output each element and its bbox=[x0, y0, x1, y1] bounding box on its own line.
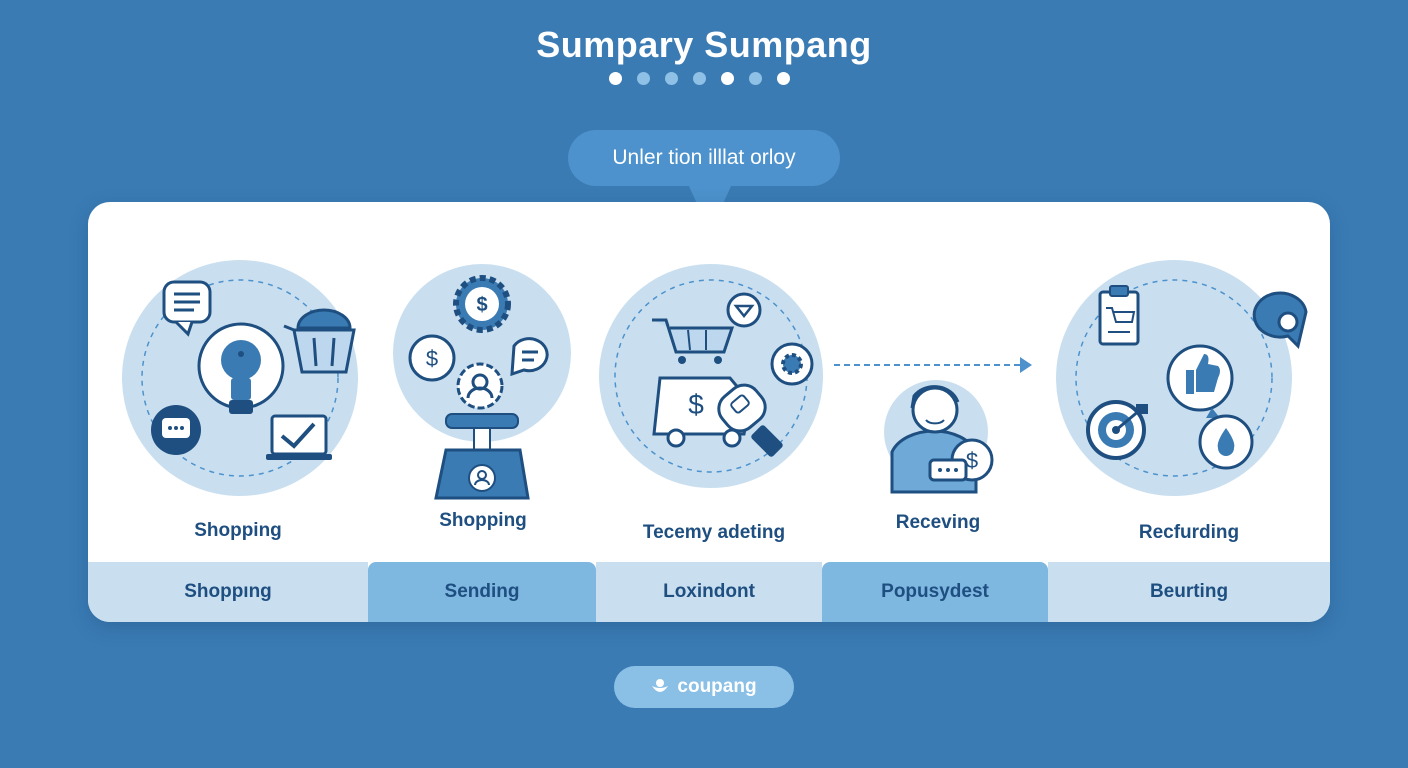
svg-text:$: $ bbox=[426, 346, 438, 371]
stage-label: Recfurding bbox=[1138, 522, 1240, 543]
drop-icon bbox=[1198, 408, 1254, 470]
chevron-down-icon bbox=[726, 292, 762, 328]
dollar-gear-icon: $ bbox=[453, 275, 511, 333]
laptop-check-icon bbox=[266, 414, 332, 460]
chat-lines-icon bbox=[510, 337, 549, 377]
pagination-dot[interactable] bbox=[749, 72, 762, 85]
chat-lines-icon bbox=[162, 280, 212, 337]
pagination-dot[interactable] bbox=[609, 72, 622, 85]
stage-tecemy-adeting: $ Tecemy adeting bbox=[594, 202, 834, 562]
target-icon bbox=[1086, 400, 1148, 460]
stage-label: Shopping bbox=[439, 510, 527, 531]
cart-icon bbox=[652, 318, 735, 364]
stage-illustration: $ bbox=[614, 279, 814, 473]
stage-illustration bbox=[141, 279, 356, 477]
gear-icon bbox=[770, 342, 814, 386]
svg-text:$: $ bbox=[966, 448, 978, 473]
chat-dots-icon bbox=[151, 405, 201, 455]
page-title: Sumpary Sumpang bbox=[536, 24, 872, 65]
stage-shopping: Shopping bbox=[88, 202, 388, 562]
pagination-dots bbox=[609, 72, 790, 85]
thumbs-up-icon bbox=[1166, 344, 1234, 412]
stage-label: Receving bbox=[895, 512, 981, 533]
brand-heart-icon bbox=[652, 679, 669, 692]
callout-text: Unler tion illlat orloy bbox=[612, 146, 796, 169]
tab-sending[interactable]: Sending bbox=[368, 562, 596, 622]
callout-bubble: Unler tion illlat orloy bbox=[568, 130, 840, 186]
chat-dots-icon bbox=[928, 458, 968, 482]
user-gear-icon bbox=[456, 362, 504, 410]
stage-shopping-2: $ $ bbox=[378, 202, 588, 562]
pagination-dot[interactable] bbox=[777, 72, 790, 85]
brand-button[interactable]: coupang bbox=[614, 666, 794, 708]
svg-text:$: $ bbox=[688, 389, 704, 420]
stage-recfurding: Recfurding bbox=[1048, 202, 1330, 562]
stage-illustration: $ bbox=[890, 385, 994, 494]
tab-loxindont[interactable]: Loxindont bbox=[596, 562, 822, 622]
stage-receving: $ Receving bbox=[858, 202, 1018, 562]
scanner-icon bbox=[717, 383, 783, 457]
stage-tabs: Shoppıng Sending Loxindont Popusydest Be… bbox=[88, 562, 1330, 622]
clipboard-cart-icon bbox=[1098, 285, 1140, 346]
stage-illustration: $ $ bbox=[408, 275, 549, 500]
tab-beurting[interactable]: Beurting bbox=[1048, 562, 1330, 622]
process-card: Shopping $ $ bbox=[88, 202, 1330, 622]
pagination-dot[interactable] bbox=[665, 72, 678, 85]
tab-shopping[interactable]: Shoppıng bbox=[88, 562, 368, 622]
stage-label: Tecemy adeting bbox=[642, 522, 786, 543]
brand-label: coupang bbox=[677, 676, 757, 697]
lightbulb-icon bbox=[197, 322, 285, 414]
pagination-dot[interactable] bbox=[637, 72, 650, 85]
dollar-coin-icon: $ bbox=[408, 334, 456, 382]
scale-user-icon bbox=[434, 413, 530, 500]
flow-arrow-line bbox=[834, 364, 1020, 366]
tab-popusydest[interactable]: Popusydest bbox=[822, 562, 1048, 622]
flow-arrow-head bbox=[1020, 357, 1032, 373]
location-chat-icon bbox=[1252, 291, 1308, 349]
stage-illustration bbox=[1075, 279, 1308, 477]
basket-icon bbox=[283, 308, 356, 374]
stage-label: Shopping bbox=[194, 520, 282, 541]
svg-text:$: $ bbox=[476, 294, 487, 316]
pagination-dot[interactable] bbox=[721, 72, 734, 85]
pagination-dot[interactable] bbox=[693, 72, 706, 85]
